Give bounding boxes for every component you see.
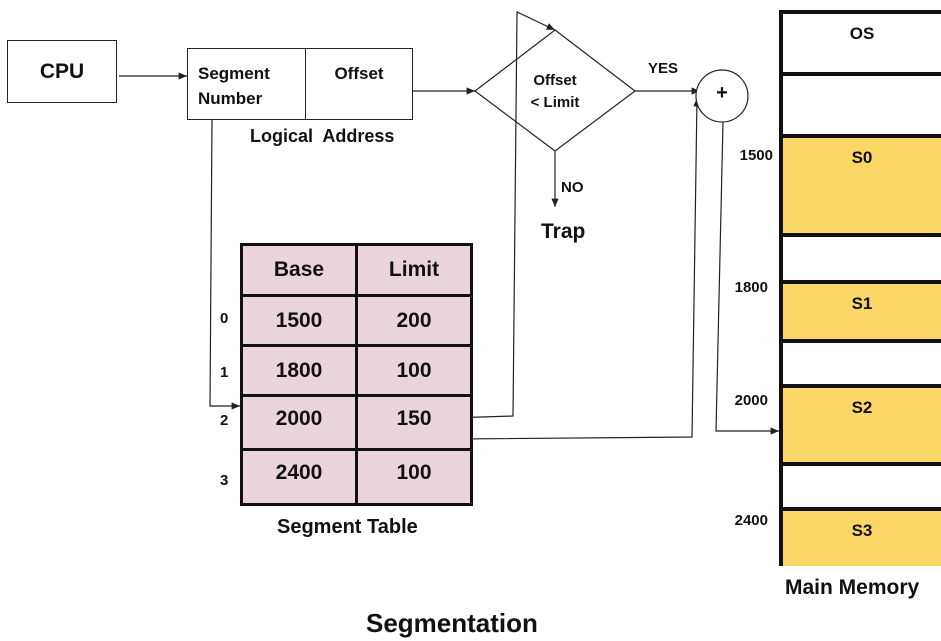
base-cell: 1500 <box>240 294 358 347</box>
segment-number-line2: Number <box>198 89 263 108</box>
row-index: 2 <box>220 412 229 429</box>
segment-table: Base Limit 1500 200 1800 100 2000 150 24… <box>240 243 473 506</box>
main-memory: OS S0 S1 S2 S3 <box>779 10 941 566</box>
decision-label: Offset < Limit <box>510 70 600 114</box>
decision-line1: Offset <box>533 72 577 89</box>
page-title: Segmentation <box>366 608 538 638</box>
memory-block-free <box>783 466 941 511</box>
header-base: Base <box>240 243 358 297</box>
limit-to-decision-arrow <box>449 11 556 419</box>
segment-number-line1: Segment <box>198 64 270 83</box>
segment-number-to-table-arrow <box>209 119 240 410</box>
adder-circle <box>695 69 749 123</box>
offset-label: Offset <box>334 64 384 83</box>
memory-block-label: S1 <box>851 294 873 313</box>
memory-block-label: S3 <box>851 521 873 540</box>
trap-label: Trap <box>541 220 586 243</box>
memory-block-s0: S0 <box>783 138 941 237</box>
header-limit: Limit <box>355 243 473 297</box>
cpu-box: CPU <box>7 40 117 103</box>
limit-cell: 100 <box>355 448 473 506</box>
memory-address-label: 2400 <box>734 512 768 529</box>
row-index: 3 <box>220 472 229 489</box>
base-cell: 2400 <box>240 448 358 506</box>
row-index: 0 <box>220 310 229 327</box>
memory-address-label: 2000 <box>734 392 768 409</box>
limit-cell: 100 <box>355 344 473 397</box>
memory-block-label: S0 <box>851 148 873 167</box>
row-index: 1 <box>220 364 229 381</box>
memory-address-label: 1500 <box>739 147 773 164</box>
table-row: 1800 100 <box>240 344 473 397</box>
adder-to-memory-arrow <box>715 121 779 435</box>
table-row: 2000 150 <box>240 394 473 451</box>
no-label: NO <box>561 179 584 196</box>
limit-cell: 150 <box>355 394 473 451</box>
memory-block-label: OS <box>849 24 875 43</box>
memory-block-free <box>783 237 941 284</box>
segment-number-field: Segment Number <box>188 49 306 119</box>
logical-address-box: Segment Number Offset <box>187 48 413 120</box>
main-memory-caption: Main Memory <box>785 576 920 599</box>
offset-field: Offset <box>306 49 412 119</box>
segment-table-caption: Segment Table <box>277 516 418 538</box>
adder-plus-icon: + <box>716 82 728 104</box>
memory-block-os: OS <box>783 14 941 76</box>
memory-block-free <box>783 343 941 388</box>
decision-line2: < Limit <box>530 94 580 111</box>
base-cell: 2000 <box>240 394 358 451</box>
memory-address-label: 1800 <box>734 279 768 296</box>
table-row: 1500 200 <box>240 294 473 347</box>
segment-table-header: Base Limit <box>240 243 473 297</box>
memory-block-label: S2 <box>851 398 873 417</box>
memory-block-s3: S3 <box>783 511 941 566</box>
cpu-label: CPU <box>39 59 85 83</box>
memory-block-s2: S2 <box>783 388 941 466</box>
yes-label: YES <box>648 60 679 77</box>
memory-block-s1: S1 <box>783 284 941 343</box>
limit-cell: 200 <box>355 294 473 347</box>
base-cell: 1800 <box>240 344 358 397</box>
table-row: 2400 100 <box>240 448 473 506</box>
logical-address-caption: Logical Address <box>250 126 395 146</box>
memory-block-free <box>783 76 941 138</box>
